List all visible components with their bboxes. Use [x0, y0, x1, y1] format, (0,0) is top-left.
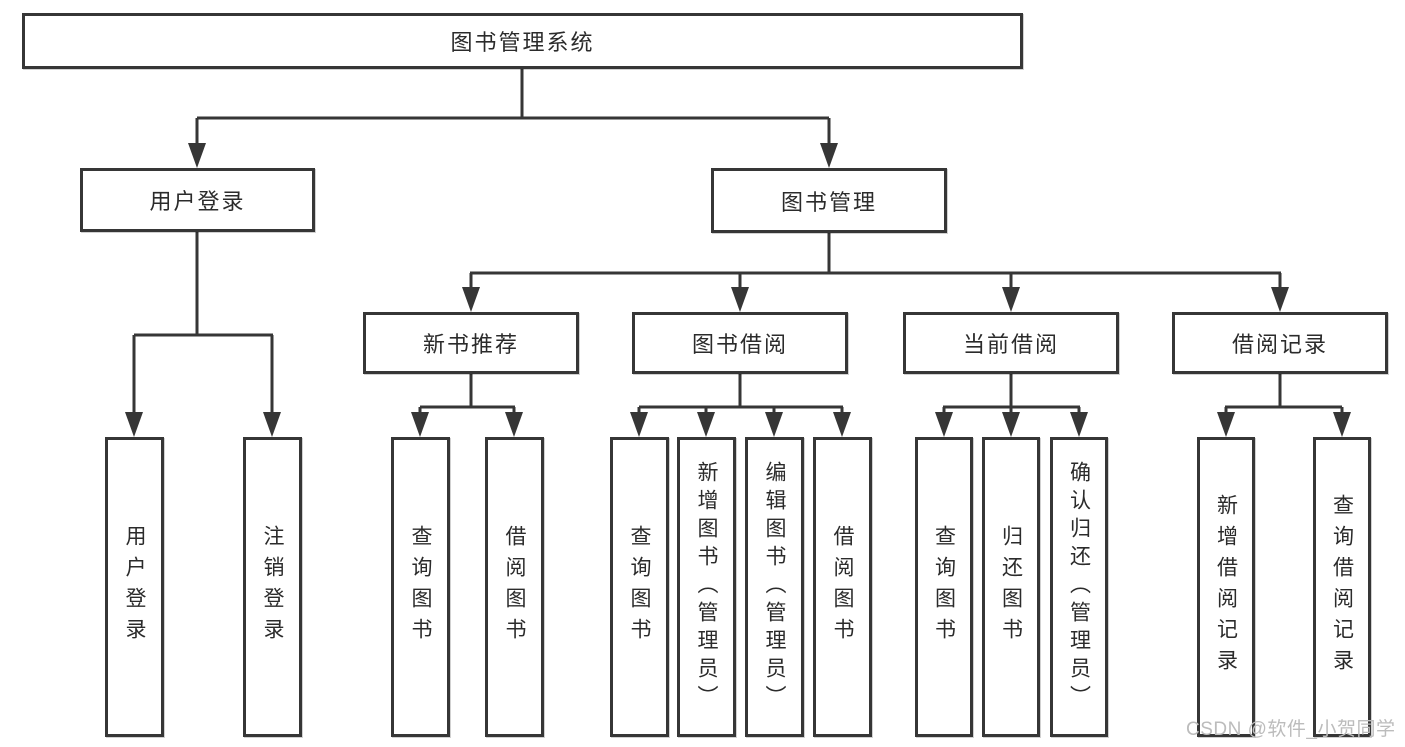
leaf-borrow-edit-books-admin-label: 编辑图书（管理员）: [763, 461, 786, 713]
leaf-borrow-query-books: 查询图书: [610, 437, 669, 737]
node-current-borrow-label: 当前借阅: [962, 332, 1059, 357]
node-new-book-recommend: 新书推荐: [363, 312, 579, 374]
leaf-current-query-books: 查询图书: [915, 437, 973, 737]
leaf-borrow-add-books-admin: 新增图书（管理员）: [677, 437, 736, 737]
leaf-user-login-label: 用户登录: [123, 525, 146, 649]
node-borrow-records-label: 借阅记录: [1231, 332, 1328, 357]
leaf-user-login: 用户登录: [105, 437, 164, 737]
leaf-current-query-books-label: 查询图书: [932, 525, 956, 649]
leaf-recommend-query-books: 查询图书: [391, 437, 450, 737]
node-book-borrow-label: 图书借阅: [691, 332, 788, 357]
leaf-recommend-query-books-label: 查询图书: [409, 525, 432, 649]
leaf-records-query-record-label: 查询借阅记录: [1330, 494, 1354, 680]
leaf-current-confirm-return-admin: 确认归还（管理员）: [1050, 437, 1108, 737]
node-book-management: 图书管理: [711, 168, 947, 233]
node-book-management-label: 图书管理: [780, 189, 877, 215]
leaf-borrow-borrow-books: 借阅图书: [813, 437, 872, 737]
leaf-current-return-books-label: 归还图书: [999, 525, 1023, 649]
leaf-borrow-edit-books-admin: 编辑图书（管理员）: [745, 437, 804, 737]
leaf-current-confirm-return-admin-label: 确认归还（管理员）: [1067, 461, 1091, 713]
leaf-records-add-record: 新增借阅记录: [1197, 437, 1255, 737]
leaf-borrow-query-books-label: 查询图书: [628, 525, 651, 649]
node-new-book-recommend-label: 新书推荐: [422, 332, 519, 357]
leaf-current-return-books: 归还图书: [982, 437, 1040, 737]
leaf-logout: 注销登录: [243, 437, 302, 737]
leaf-borrow-borrow-books-label: 借阅图书: [831, 525, 854, 649]
node-book-borrow: 图书借阅: [632, 312, 848, 374]
leaf-borrow-add-books-admin-label: 新增图书（管理员）: [695, 461, 718, 713]
leaf-records-add-record-label: 新增借阅记录: [1214, 494, 1238, 680]
csdn-watermark: CSDN @软件_小贺同学: [1186, 719, 1396, 740]
node-current-borrow: 当前借阅: [903, 312, 1119, 374]
leaf-records-query-record: 查询借阅记录: [1313, 437, 1371, 737]
node-user-login-label: 用户登录: [149, 189, 246, 214]
leaf-logout-label: 注销登录: [261, 525, 284, 649]
leaf-recommend-borrow-books: 借阅图书: [485, 437, 544, 737]
leaf-recommend-borrow-books-label: 借阅图书: [503, 525, 526, 649]
node-root-label: 图书管理系统: [450, 30, 595, 55]
node-user-login: 用户登录: [80, 168, 315, 232]
node-root: 图书管理系统: [22, 13, 1023, 69]
node-borrow-records: 借阅记录: [1172, 312, 1388, 374]
